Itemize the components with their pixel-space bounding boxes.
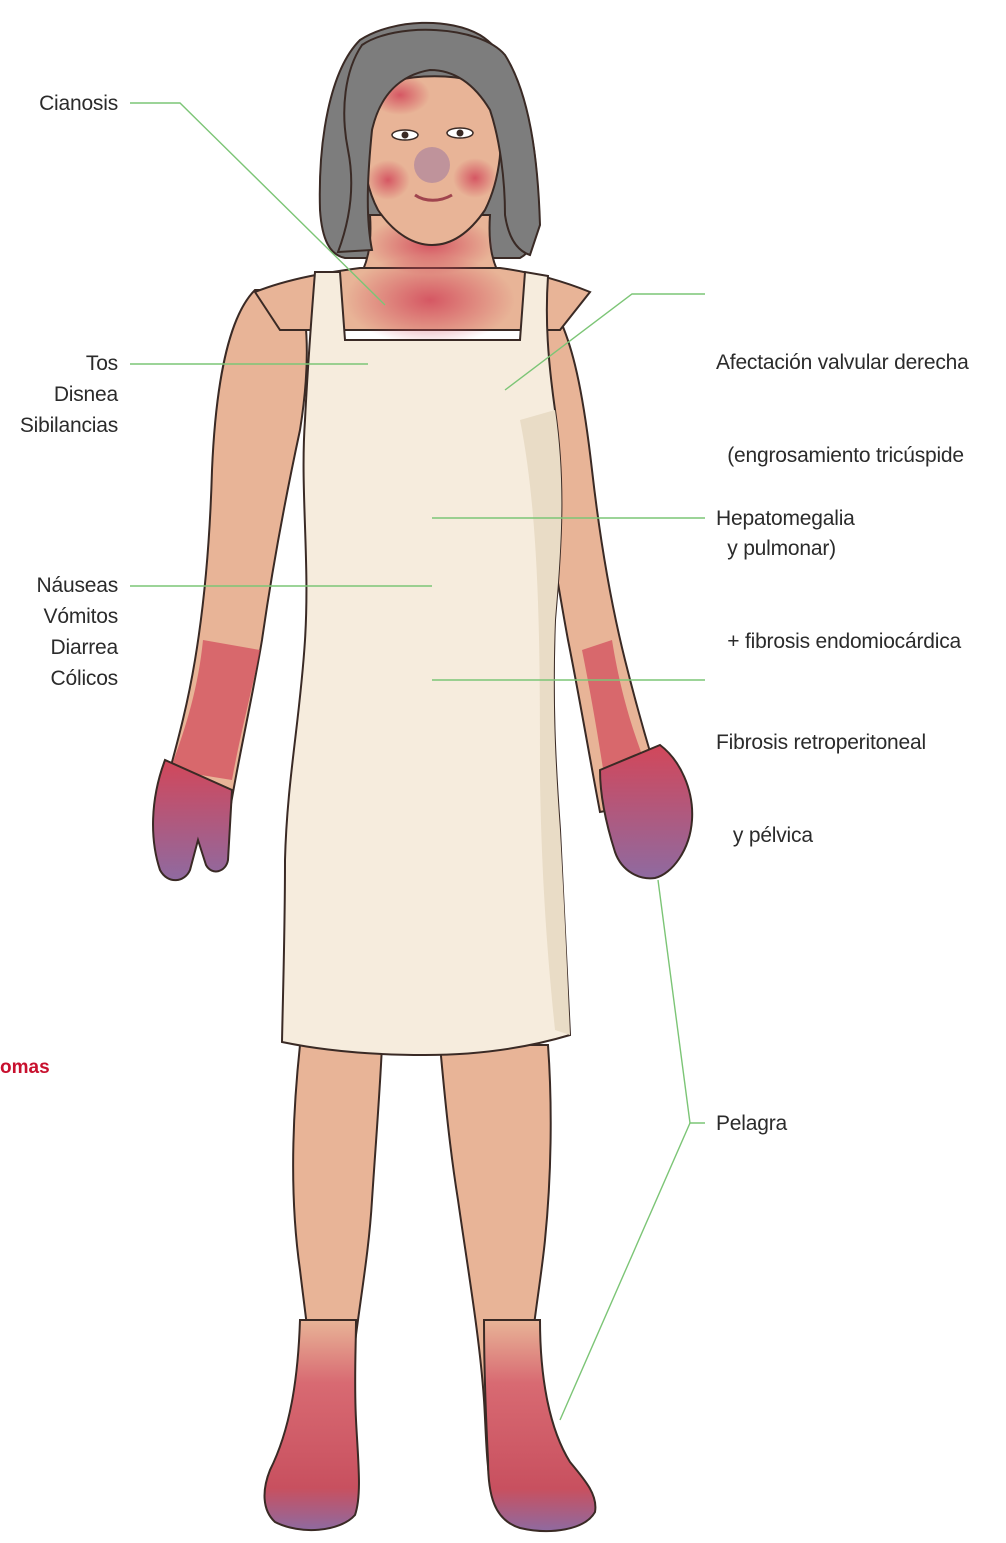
left-foot [265, 1320, 359, 1530]
leader-pellagra-foot [560, 1123, 690, 1420]
heading-fragment: omas [0, 1056, 50, 1080]
label-line: Hepatomegalia [716, 503, 855, 534]
label-digestive: Náuseas Vómitos Diarrea Cólicos [37, 570, 118, 694]
label-line: Diarrea [37, 632, 118, 663]
label-line: Cianosis [39, 88, 118, 119]
label-line: Cólicos [37, 663, 118, 694]
cheek-flush-left [366, 160, 410, 200]
right-foot [484, 1320, 595, 1531]
left-pupil [402, 132, 409, 139]
cheek-flush-right [453, 158, 497, 198]
left-forearm-rash [170, 640, 260, 780]
label-respiratory: Tos Disnea Sibilancias [20, 348, 118, 441]
label-line: Fibrosis retroperitoneal [716, 727, 926, 758]
label-line: y pulmonar) [716, 533, 969, 564]
label-line: Disnea [20, 379, 118, 410]
label-line: Náuseas [37, 570, 118, 601]
label-line: (engrosamiento tricúspide [716, 440, 969, 471]
right-pupil [457, 130, 464, 137]
label-hepatomegaly: Hepatomegalia [716, 503, 855, 534]
label-line: + fibrosis endomiocárdica [716, 626, 969, 657]
label-line: Pelagra [716, 1108, 787, 1139]
label-cyanosis: Cianosis [39, 88, 118, 119]
label-line: Afectación valvular derecha [716, 347, 969, 378]
label-line: Vómitos [37, 601, 118, 632]
leader-pellagra [658, 880, 705, 1123]
label-line: y pélvica [716, 820, 926, 851]
label-line: Tos [20, 348, 118, 379]
label-fibrosis: Fibrosis retroperitoneal y pélvica [716, 665, 926, 913]
right-hand [600, 745, 692, 878]
label-line: Sibilancias [20, 410, 118, 441]
label-valvular: Afectación valvular derecha (engrosamien… [716, 285, 969, 719]
nose-cyanosis [414, 147, 450, 183]
dress [282, 272, 570, 1055]
label-pellagra: Pelagra [716, 1108, 787, 1139]
